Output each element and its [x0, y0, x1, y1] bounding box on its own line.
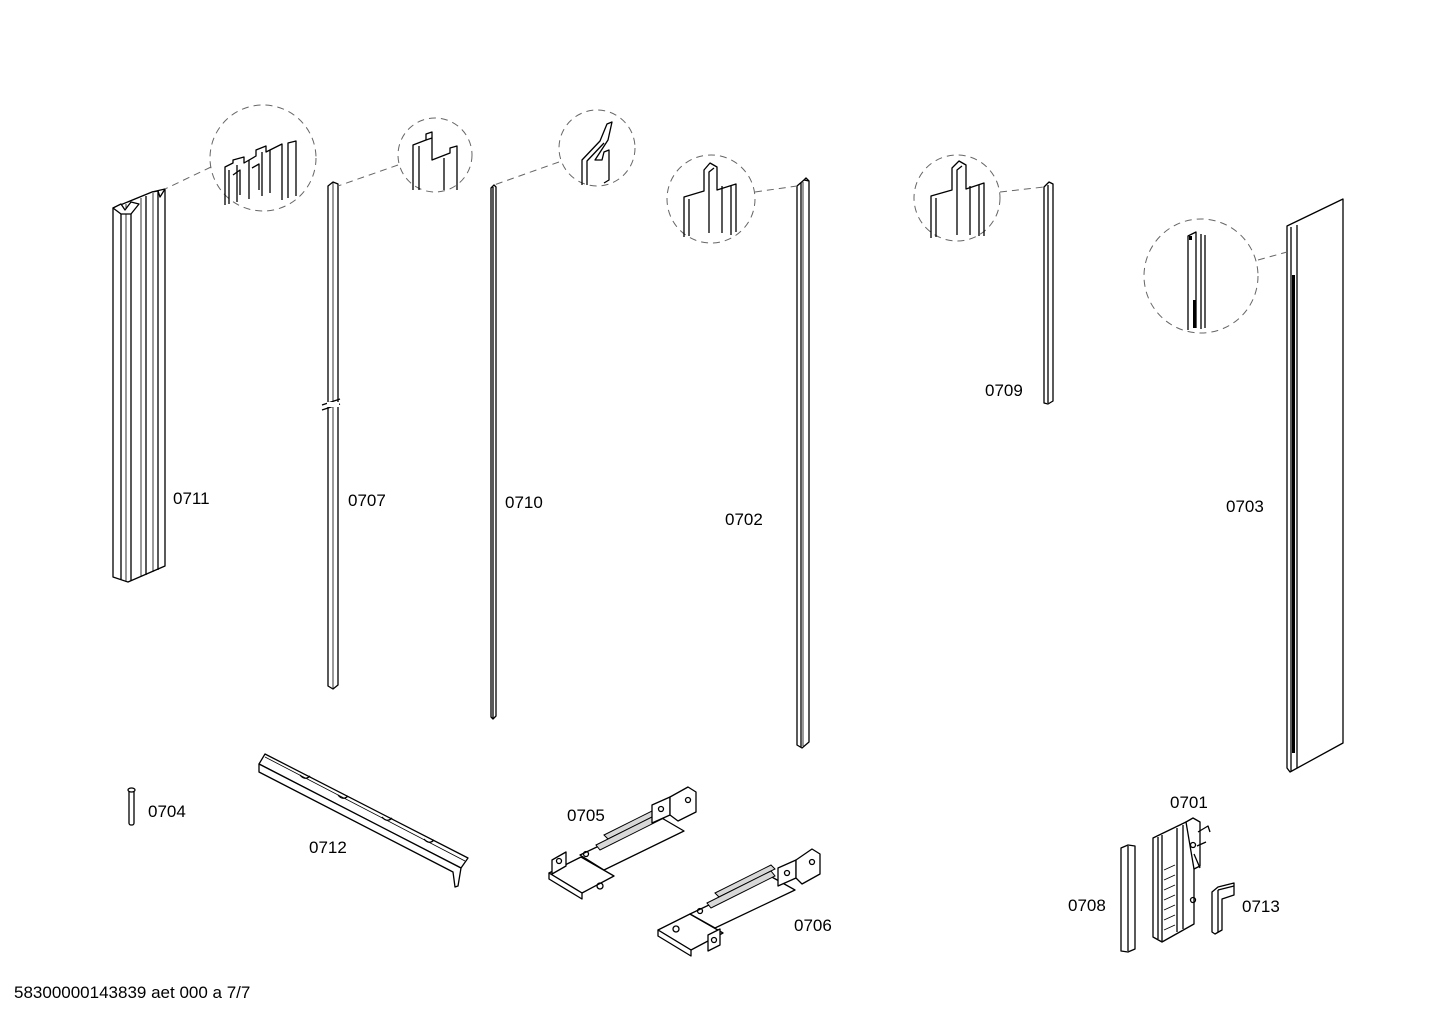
part-0702-profile [796, 177, 810, 749]
part-0701-hinge-assembly [1152, 817, 1211, 943]
label-0712: 0712 [309, 838, 347, 857]
detail-callout-0710 [493, 109, 636, 187]
label-0710: 0710 [505, 493, 543, 512]
detail-callout-0711 [164, 104, 317, 212]
detail-callout-0707 [337, 117, 473, 193]
label-0704: 0704 [148, 802, 186, 821]
label-0703: 0703 [1226, 497, 1264, 516]
part-0709-profile [1043, 181, 1054, 405]
part-0712-bracket [258, 753, 469, 888]
part-0710-strip [490, 184, 497, 720]
label-0706: 0706 [794, 916, 832, 935]
part-0703-panel [1286, 198, 1344, 773]
detail-callout-0702 [666, 154, 798, 244]
part-0707-strip [321, 181, 341, 690]
part-0708-strip [1120, 844, 1136, 953]
label-0702: 0702 [725, 510, 763, 529]
label-0701: 0701 [1170, 793, 1208, 812]
detail-callout-0703 [1143, 218, 1288, 334]
label-0711: 0711 [173, 489, 210, 508]
drawing-reference-number: 58300000143839 aet 000 a 7/7 [14, 983, 251, 1002]
detail-callout-0709 [913, 154, 1045, 242]
label-0713: 0713 [1242, 897, 1280, 916]
label-0709: 0709 [985, 381, 1023, 400]
part-0705-hinge [548, 786, 697, 900]
part-0713-clip [1211, 882, 1235, 935]
part-0711-profile [112, 188, 166, 583]
label-0708: 0708 [1068, 896, 1106, 915]
part-0704-pin [127, 787, 136, 826]
label-0707: 0707 [348, 491, 386, 510]
part-0706-hinge [657, 848, 821, 957]
label-0705: 0705 [567, 806, 605, 825]
